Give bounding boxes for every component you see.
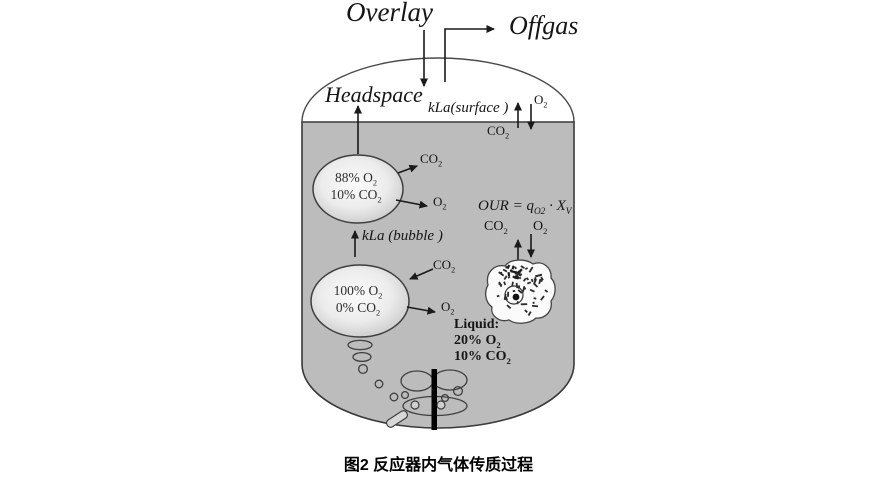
lower-bubble-o2-label: O2 bbox=[441, 299, 455, 317]
sparger-hole bbox=[410, 400, 420, 410]
kla-bubble-label: kLa (bubble ) bbox=[362, 228, 443, 244]
lower-bubble-co2-in-arrow bbox=[409, 268, 434, 280]
lower-bubble-o2-out-arrow bbox=[406, 306, 436, 315]
kla-surface-label: kLa(surface ) bbox=[428, 100, 509, 116]
lower-bubble-co2-value: 0% CO2 bbox=[335, 300, 381, 318]
sparger-bubble bbox=[400, 390, 410, 400]
surface-co2-label: CO2 bbox=[487, 123, 510, 141]
liquid-co2-value: 10% CO2 bbox=[454, 349, 511, 366]
liquid-composition-block: Liquid: 20% O2 10% CO2 bbox=[454, 317, 511, 365]
upper-bubble-co2-value: 10% CO2 bbox=[330, 187, 382, 205]
cell-o2-label: O2 bbox=[533, 219, 548, 236]
vessel-headspace-dome bbox=[301, 57, 575, 123]
sparger-hole bbox=[436, 400, 446, 410]
headspace-label: Headspace bbox=[325, 82, 423, 107]
impeller-shaft bbox=[431, 369, 437, 430]
upper-bubble-o2-out-arrow bbox=[395, 199, 428, 209]
lower-bubble-co2-label: CO2 bbox=[433, 257, 456, 275]
gas-bubble-lower bbox=[310, 264, 410, 338]
bubble-trail bbox=[347, 339, 399, 402]
sparger-bubble bbox=[452, 385, 464, 397]
surface-o2-label: O2 bbox=[534, 92, 548, 110]
liquid-title: Liquid: bbox=[454, 317, 500, 332]
cell-nucleolus bbox=[512, 293, 520, 301]
upper-bubble-o2-label: O2 bbox=[433, 194, 447, 212]
sparger-bubble bbox=[440, 393, 450, 403]
figure-caption: 图2 反应器内气体传质过程 bbox=[343, 457, 534, 474]
cell-co2-label: CO2 bbox=[484, 219, 508, 236]
impeller-assembly bbox=[385, 369, 468, 430]
liquid-o2-value: 20% O2 bbox=[454, 333, 501, 350]
lower-bubble-o2-value: 100% O2 bbox=[333, 283, 383, 301]
upper-bubble-co2-out-arrow bbox=[397, 164, 418, 174]
gas-bubble-upper bbox=[312, 154, 404, 224]
sparger-feed-pipe bbox=[385, 410, 409, 428]
lower-bubble-composition: 100% O2 0% CO2 bbox=[333, 282, 383, 318]
upper-bubble-composition: 88% O2 10% CO2 bbox=[330, 169, 382, 205]
our-equation: OUR = qO2 · XV bbox=[478, 198, 572, 217]
overlay-label: Overlay bbox=[346, 0, 433, 27]
upper-bubble-o2-value: 88% O2 bbox=[334, 170, 378, 188]
cell-nucleus bbox=[504, 285, 524, 305]
offgas-label: Offgas bbox=[509, 11, 579, 40]
offgas-outlet-arrow bbox=[444, 25, 495, 82]
cell-cytoplasm-speckles bbox=[496, 264, 549, 316]
upper-bubble-co2-label: CO2 bbox=[420, 151, 443, 169]
cell-illustration bbox=[485, 259, 556, 324]
